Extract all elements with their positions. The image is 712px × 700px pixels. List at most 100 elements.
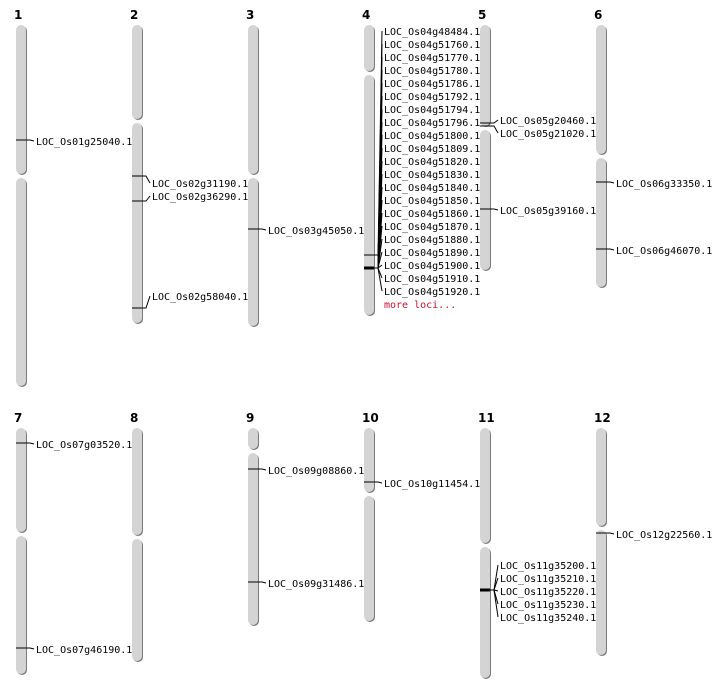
chromosome-short-arm xyxy=(596,25,606,154)
chromosome-long-arm xyxy=(248,453,258,625)
locus-connector xyxy=(490,589,499,618)
chromosome-11: 11LOC_Os11g35200.1LOC_Os11g35210.1LOC_Os… xyxy=(478,411,596,679)
locus-label[interactable]: LOC_Os10g11454.1 xyxy=(384,479,480,490)
chromosome-short-arm xyxy=(248,428,258,449)
chromosome-number: 5 xyxy=(478,8,486,22)
locus-connector xyxy=(258,228,267,231)
chromosome-long-arm xyxy=(132,539,142,661)
chromosome-short-arm xyxy=(364,25,374,71)
locus-connector xyxy=(142,175,151,184)
chromosome-number: 4 xyxy=(362,8,370,22)
locus-label[interactable]: LOC_Os05g20460.1 xyxy=(500,116,596,127)
locus-label[interactable]: LOC_Os09g31486.1 xyxy=(268,579,364,590)
chromosome-short-arm xyxy=(132,428,142,535)
locus-label[interactable]: LOC_Os02g58040.1 xyxy=(152,292,248,303)
locus-connector xyxy=(490,208,499,211)
locus-label[interactable]: LOC_Os05g21020.1 xyxy=(500,129,596,140)
chromosome-short-arm xyxy=(364,428,374,492)
chromosome-number: 3 xyxy=(246,8,254,22)
chromosome-2: 2LOC_Os02g31190.1LOC_Os02g36290.1LOC_Os0… xyxy=(130,8,248,324)
locus-connector xyxy=(142,295,151,309)
locus-label[interactable]: LOC_Os04g51920.1 xyxy=(384,287,480,298)
locus-label[interactable]: LOC_Os03g45050.1 xyxy=(268,226,364,237)
locus-label[interactable]: LOC_Os04g51809.1 xyxy=(384,144,480,155)
chromosome-short-arm xyxy=(480,25,490,126)
locus-label[interactable]: LOC_Os04g51860.1 xyxy=(384,209,480,220)
locus-label[interactable]: LOC_Os06g46070.1 xyxy=(616,246,712,257)
chromosome-number: 1 xyxy=(14,8,22,22)
locus-label[interactable]: LOC_Os04g51880.1 xyxy=(384,235,480,246)
locus-label[interactable]: LOC_Os04g51850.1 xyxy=(384,196,480,207)
locus-label[interactable]: LOC_Os04g51870.1 xyxy=(384,222,480,233)
locus-connector xyxy=(490,125,499,134)
locus-connector xyxy=(258,581,267,584)
chromosome-number: 12 xyxy=(594,411,611,425)
chromosome-number: 11 xyxy=(478,411,495,425)
locus-label[interactable]: LOC_Os11g35210.1 xyxy=(500,574,596,585)
locus-label[interactable]: LOC_Os04g51840.1 xyxy=(384,183,480,194)
locus-label[interactable]: LOC_Os04g48484.1 xyxy=(384,27,480,38)
locus-label[interactable]: LOC_Os11g35220.1 xyxy=(500,587,596,598)
chromosome-number: 10 xyxy=(362,411,379,425)
chromosome-long-arm xyxy=(364,496,374,621)
chromosome-short-arm xyxy=(16,25,26,174)
locus-label[interactable]: LOC_Os06g33350.1 xyxy=(616,179,712,190)
locus-connector xyxy=(490,119,499,124)
chromosome-number: 6 xyxy=(594,8,602,22)
locus-label[interactable]: LOC_Os04g51770.1 xyxy=(384,53,480,64)
chromosome-long-arm xyxy=(480,130,490,270)
locus-label[interactable]: LOC_Os04g51760.1 xyxy=(384,40,480,51)
locus-connector xyxy=(606,532,615,535)
locus-label[interactable]: LOC_Os04g51780.1 xyxy=(384,66,480,77)
locus-label[interactable]: LOC_Os04g51830.1 xyxy=(384,170,480,181)
locus-label[interactable]: LOC_Os07g03520.1 xyxy=(36,440,132,451)
chromosome-long-arm xyxy=(16,536,26,674)
locus-label[interactable]: LOC_Os04g51800.1 xyxy=(384,131,480,142)
chromosome-short-arm xyxy=(596,428,606,526)
locus-label[interactable]: LOC_Os04g51900.1 xyxy=(384,261,480,272)
chromosome-5: 5LOC_Os05g20460.1LOC_Os05g21020.1LOC_Os0… xyxy=(478,8,596,271)
locus-label[interactable]: LOC_Os04g51792.1 xyxy=(384,92,480,103)
chromosome-long-arm xyxy=(596,158,606,287)
locus-label[interactable]: LOC_Os04g51786.1 xyxy=(384,79,480,90)
locus-connector xyxy=(374,481,383,484)
chromosome-short-arm xyxy=(248,25,258,174)
locus-label[interactable]: LOC_Os12g22560.1 xyxy=(616,530,712,541)
chromosome-short-arm xyxy=(16,428,26,532)
chromosome-long-arm xyxy=(480,547,490,678)
chromosome-8: 8 xyxy=(130,411,143,662)
locus-connector xyxy=(26,139,35,142)
locus-label[interactable]: LOC_Os09g08860.1 xyxy=(268,466,364,477)
locus-label[interactable]: LOC_Os11g35200.1 xyxy=(500,561,596,572)
locus-connector xyxy=(606,248,615,251)
locus-label[interactable]: LOC_Os01g25040.1 xyxy=(36,137,132,148)
locus-label[interactable]: LOC_Os04g51796.1 xyxy=(384,118,480,129)
chromosome-number: 9 xyxy=(246,411,254,425)
locus-label[interactable]: LOC_Os05g39160.1 xyxy=(500,206,596,217)
locus-label[interactable]: LOC_Os11g35230.1 xyxy=(500,600,596,611)
locus-label[interactable]: LOC_Os04g51794.1 xyxy=(384,105,480,116)
locus-label[interactable]: LOC_Os02g36290.1 xyxy=(152,192,248,203)
chromosome-long-arm xyxy=(364,75,374,315)
chromosome-4: 4LOC_Os04g48484.1LOC_Os04g51760.1LOC_Os0… xyxy=(362,8,480,316)
locus-connector xyxy=(26,647,35,650)
locus-connector xyxy=(606,181,615,184)
locus-label[interactable]: LOC_Os07g46190.1 xyxy=(36,645,132,656)
chromosome-number: 7 xyxy=(14,411,22,425)
locus-label[interactable]: LOC_Os11g35240.1 xyxy=(500,613,596,624)
chromosome-short-arm xyxy=(480,428,490,543)
chromosome-long-arm xyxy=(16,178,26,386)
locus-label[interactable]: LOC_Os04g51890.1 xyxy=(384,248,480,259)
more-loci-link[interactable]: more loci... xyxy=(384,300,456,311)
locus-label[interactable]: LOC_Os02g31190.1 xyxy=(152,179,248,190)
chromosome-number: 2 xyxy=(130,8,138,22)
locus-connector xyxy=(258,468,267,471)
locus-label[interactable]: LOC_Os04g51820.1 xyxy=(384,157,480,168)
locus-connector xyxy=(490,564,499,591)
locus-label[interactable]: LOC_Os04g51910.1 xyxy=(384,274,480,285)
